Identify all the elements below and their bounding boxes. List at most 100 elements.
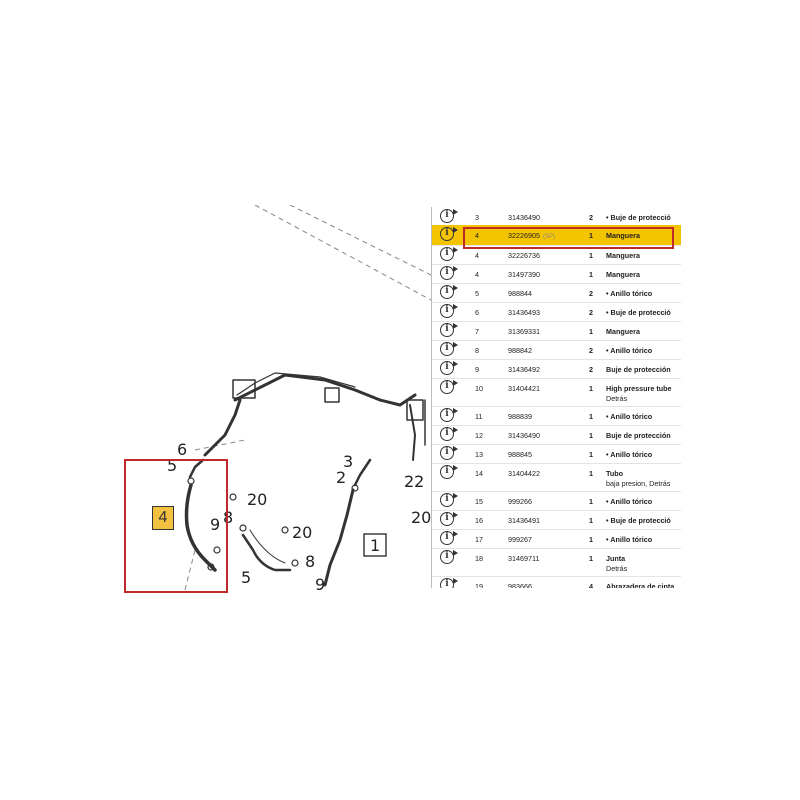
part-number-text: 999267 — [508, 535, 532, 544]
quantity: 2 — [589, 346, 593, 355]
description-text: Anillo tórico — [610, 346, 653, 355]
info-arrow-icon[interactable]: i — [440, 493, 458, 507]
description-text: High pressure tube — [606, 384, 672, 393]
diagram-drawing: 6 5 9 8 20 20 8 9 5 20 3 2 22 1 — [167, 205, 431, 590]
part-number: 988845 — [508, 450, 532, 459]
info-arrow-icon[interactable]: i — [440, 227, 458, 241]
description: Junta — [606, 554, 625, 563]
description-detail: Detrás — [606, 564, 628, 573]
info-arrow-icon[interactable]: i — [440, 380, 458, 394]
part-number: 999266 — [508, 497, 532, 506]
item-number: 4 — [475, 231, 479, 240]
item-number: 12 — [475, 431, 483, 440]
info-arrow-icon[interactable]: i — [440, 531, 458, 545]
parts-row-19[interactable]: i 19 983666 4 Abrazadera de cinta — [432, 576, 681, 588]
info-arrow-icon[interactable]: i — [440, 550, 458, 564]
info-arrow-icon[interactable]: i — [440, 465, 458, 479]
callout-20a: 20 — [247, 490, 267, 509]
callout-4-highlighted[interactable]: 4 — [152, 506, 174, 530]
callout-22: 22 — [404, 472, 424, 491]
info-arrow-icon[interactable]: i — [440, 408, 458, 422]
description: • Buje de protecció — [606, 213, 671, 222]
part-number-text: 31404421 — [508, 384, 540, 393]
part-number-text: 31469711 — [508, 554, 540, 563]
part-number: 31436491 — [508, 516, 540, 525]
description-text: Manguera — [606, 270, 640, 279]
part-number: 988844 — [508, 289, 532, 298]
item-number: 4 — [475, 270, 479, 279]
quantity: 1 — [589, 497, 593, 506]
info-arrow-icon[interactable]: i — [440, 304, 458, 318]
description: Manguera — [606, 251, 640, 260]
info-arrow-icon[interactable]: i — [440, 446, 458, 460]
parts-row-4[interactable]: i 4 31497390 1 Manguera — [432, 264, 681, 284]
part-number-text: 983666 — [508, 582, 532, 588]
quantity: 1 — [589, 554, 593, 563]
description: Buje de protección — [606, 365, 671, 374]
quantity: 1 — [589, 450, 593, 459]
info-arrow-icon[interactable]: i — [440, 209, 458, 223]
item-number: 8 — [475, 346, 479, 355]
info-arrow-icon[interactable]: i — [440, 285, 458, 299]
info-arrow-icon[interactable]: i — [440, 323, 458, 337]
description-text: Buje de protección — [606, 431, 671, 440]
item-number: 6 — [475, 308, 479, 317]
description-text: Buje de protecció — [610, 213, 671, 222]
callout-20b: 20 — [292, 523, 312, 542]
quantity: 2 — [589, 365, 593, 374]
info-arrow-icon[interactable]: i — [440, 247, 458, 261]
info-arrow-icon[interactable]: i — [440, 361, 458, 375]
part-number: 31469711 — [508, 554, 539, 563]
item-number: 15 — [475, 497, 483, 506]
info-arrow-icon[interactable]: i — [440, 427, 458, 441]
item-number: 18 — [475, 554, 483, 563]
sub-item-bullet: • — [606, 497, 611, 506]
quantity: 1 — [589, 251, 593, 260]
description-text: Anillo tórico — [610, 497, 653, 506]
item-number: 19 — [475, 582, 483, 588]
info-arrow-icon[interactable]: i — [440, 342, 458, 356]
item-number: 14 — [475, 469, 483, 478]
callout-6: 6 — [177, 440, 187, 459]
callout-5b: 5 — [241, 568, 251, 587]
description: • Anillo tórico — [606, 497, 652, 506]
parts-row-15[interactable]: i 15 999266 1 • Anillo tórico — [432, 491, 681, 511]
part-superseded-tag: (SP) — [542, 234, 555, 240]
description: Abrazadera de cinta — [606, 582, 674, 588]
selected-row-frame — [463, 227, 674, 249]
description: • Anillo tórico — [606, 289, 652, 298]
quantity: 4 — [589, 582, 593, 588]
info-arrow-icon[interactable]: i — [440, 578, 458, 588]
description-text: Anillo tórico — [610, 289, 653, 298]
item-number: 16 — [475, 516, 483, 525]
info-arrow-icon[interactable]: i — [440, 266, 458, 280]
info-arrow-icon[interactable]: i — [440, 512, 458, 526]
part-number: 31436493 — [508, 308, 540, 317]
description: Tubo — [606, 469, 623, 478]
description: Manguera — [606, 327, 640, 336]
part-number: 31497390 — [508, 270, 540, 279]
part-number: 31404421 — [508, 384, 540, 393]
sub-item-bullet: • — [606, 308, 611, 317]
part-number: 32226736 — [508, 251, 540, 260]
quantity: 1 — [589, 516, 593, 525]
quantity: 1 — [589, 270, 593, 279]
quantity: 1 — [589, 384, 593, 393]
sub-item-bullet: • — [606, 412, 611, 421]
